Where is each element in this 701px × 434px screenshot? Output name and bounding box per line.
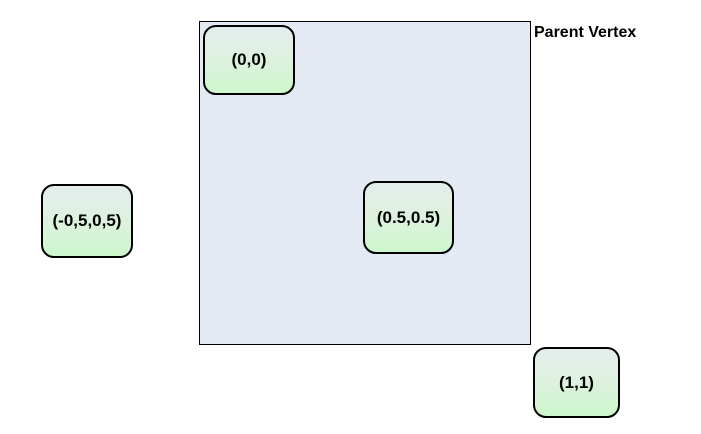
vertex-box-negative-half[interactable]: (-0,5,0,5) — [41, 184, 133, 258]
vertex-box-origin[interactable]: (0,0) — [203, 25, 295, 95]
parent-vertex-label: Parent Vertex — [534, 24, 637, 41]
vertex-box-unit-label: (1,1) — [559, 372, 594, 392]
vertex-box-center-half-label: (0.5,0.5) — [376, 207, 441, 227]
vertex-box-unit[interactable]: (1,1) — [533, 347, 620, 418]
vertex-box-origin-label: (0,0) — [231, 50, 267, 69]
vertex-box-negative-half-label: (-0,5,0,5) — [52, 211, 122, 230]
vertex-box-center-half[interactable]: (0.5,0.5) — [363, 181, 454, 254]
